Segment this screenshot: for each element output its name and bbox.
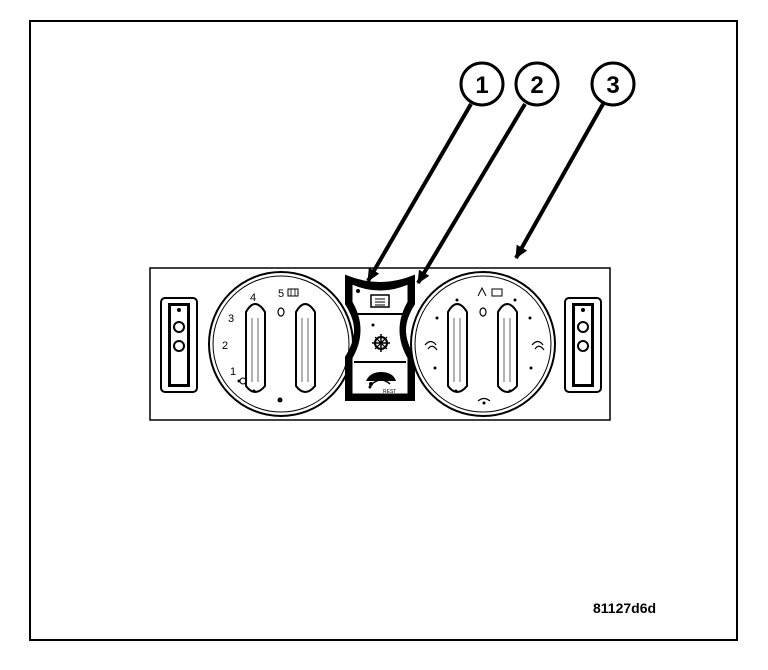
ac-button[interactable] bbox=[372, 334, 390, 352]
off-position-dot bbox=[277, 397, 283, 403]
panel-mode-icon bbox=[531, 340, 545, 351]
figure-frame bbox=[29, 20, 738, 641]
rear-defrost-icon bbox=[370, 294, 390, 308]
floor-mode-icon bbox=[424, 340, 438, 351]
callout-3-number: 3 bbox=[606, 72, 619, 99]
mode-knob-grip-right bbox=[497, 303, 518, 393]
defrost-mode-icon bbox=[477, 286, 503, 297]
recirc-small-label: REST bbox=[383, 389, 396, 395]
fan-low-icon bbox=[237, 377, 247, 385]
mode-dial[interactable] bbox=[410, 271, 556, 417]
callout-3: 3 bbox=[590, 61, 636, 107]
recirculation-icon bbox=[366, 372, 396, 386]
callout-3-leader bbox=[514, 103, 605, 259]
speed-label-3: 3 bbox=[228, 313, 234, 325]
callout-2: 2 bbox=[514, 61, 560, 107]
snowflake-icon bbox=[372, 334, 390, 352]
speed-label-5: 5 bbox=[278, 288, 284, 300]
blower-pointer-mark bbox=[277, 307, 285, 317]
mode-pointer-mark bbox=[479, 307, 487, 317]
callout-1-number: 1 bbox=[475, 72, 488, 99]
speed-label-2: 2 bbox=[222, 340, 228, 352]
bilevel-mode-icon bbox=[477, 397, 491, 405]
callout-2-leader bbox=[416, 102, 527, 285]
speed-label-1: 1 bbox=[230, 366, 236, 378]
callout-2-number: 2 bbox=[530, 72, 543, 99]
callout-1: 1 bbox=[459, 61, 505, 107]
rear-defrost-button[interactable] bbox=[370, 294, 390, 308]
blower-knob-grip-right bbox=[295, 303, 316, 393]
figure-id-label: 81127d6d bbox=[593, 600, 657, 616]
defrost-max-icon bbox=[287, 288, 299, 297]
indicator-led bbox=[356, 289, 360, 293]
blower-speed-dial[interactable]: 5 4 3 2 1 bbox=[208, 271, 354, 417]
mode-knob-grip-left bbox=[447, 303, 468, 393]
callout-1-leader bbox=[366, 102, 473, 283]
indicator-led-ac bbox=[371, 323, 375, 327]
left-vent bbox=[160, 297, 198, 393]
speed-label-4: 4 bbox=[250, 292, 256, 304]
center-control-panel: REST bbox=[345, 274, 415, 401]
recirculation-button[interactable]: REST bbox=[366, 372, 396, 395]
blower-knob-grip-left bbox=[245, 303, 266, 393]
right-vent bbox=[564, 297, 602, 393]
